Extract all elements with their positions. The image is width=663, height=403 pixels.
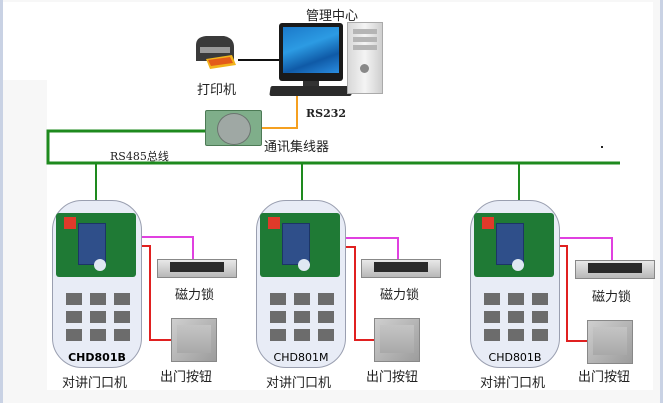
management-center-label: 管理中心 [306,9,359,24]
frame-right-border [660,0,663,403]
intercom-unit-3: CHD801B [470,200,560,368]
pcb-board [260,213,340,277]
printer-icon [196,36,236,69]
exit-button-icon-2 [374,318,420,362]
frame-left-border [0,0,3,403]
exit-button-icon-1 [171,318,217,362]
intercom-unit-1: CHD801B [52,200,142,368]
keypad [66,293,130,341]
lock-label-2: 磁力锁 [380,288,420,303]
monitor-stand [303,81,319,89]
unit-model: CHD801B [488,351,542,364]
intercom-unit-2: CHD801M [256,200,346,368]
hub-label: 通讯集线器 [264,140,330,155]
lock-wire-3 [558,237,613,262]
unit-name-1: 对讲门口机 [62,376,128,391]
button-wire-1 [138,245,172,341]
lock-wire-1 [138,236,194,260]
rs232-label: RS232 [306,107,347,120]
button-wire-2 [342,246,375,341]
lock-label-3: 磁力锁 [592,290,632,305]
exit-button-label-2: 出门按钮 [366,370,419,385]
stray-dot [601,146,603,148]
unit-name-3: 对讲门口机 [480,376,546,391]
printer-label: 打印机 [197,83,237,98]
rs485-bus [46,129,620,165]
pcb-board [56,213,136,277]
pc-tower-icon [347,22,383,94]
keyboard-icon [269,86,353,96]
unit-name-2: 对讲门口机 [266,376,332,391]
exit-button-label-3: 出门按钮 [578,370,631,385]
rs232-wire [258,96,298,129]
lock-label-1: 磁力锁 [175,288,215,303]
magnetic-lock-icon-3 [575,260,655,279]
pcb-board [474,213,554,277]
unit-model: CHD801B [68,351,126,364]
keypad [484,293,548,341]
magnetic-lock-icon-2 [361,259,441,278]
rs485-bus-label: RS485总线 [110,150,169,163]
unit-model: CHD801M [273,351,329,364]
lock-wire-2 [342,237,399,260]
exit-button-label-1: 出门按钮 [160,370,213,385]
button-wire-3 [558,245,588,342]
communication-hub-icon [205,110,262,146]
monitor-icon [279,23,343,81]
magnetic-lock-icon-1 [157,259,237,278]
exit-button-icon-3 [587,320,633,364]
keypad [270,293,334,341]
